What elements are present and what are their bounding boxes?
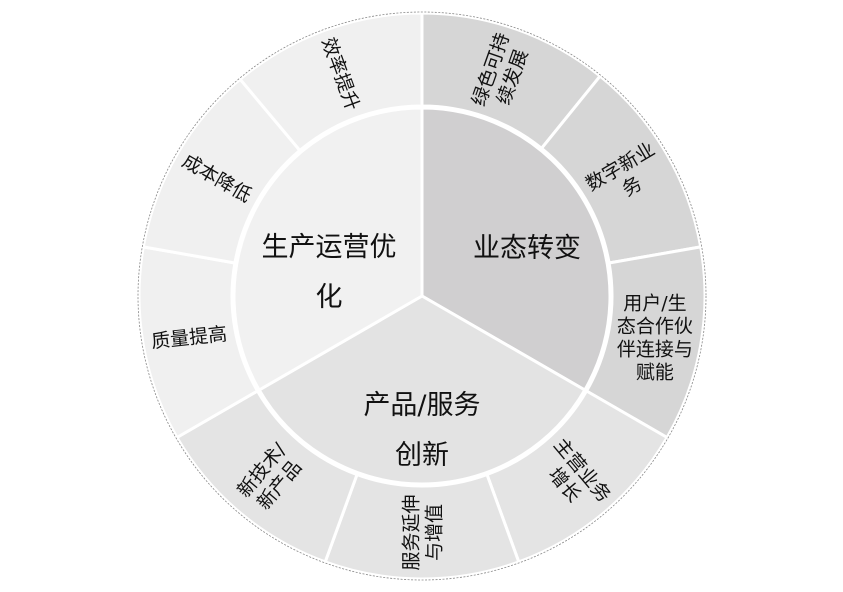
- inner-segment: 生产运营优化: [232, 106, 424, 393]
- inner-segment: 产品/服务创新: [257, 294, 587, 486]
- inner-segment-shape: [232, 106, 424, 393]
- outer-segment: 效率提升: [237, 11, 424, 153]
- outer-segment: 数字新业务: [539, 73, 703, 265]
- inner-segment-shape: [257, 294, 587, 486]
- inner-segment-label: 生产运营优化: [262, 232, 397, 313]
- outer-segment: 主营业务增长: [485, 388, 670, 564]
- outer-ring: 绿色可持续发展数字新业务用户/生态合作伙伴连接与赋能主营业务增长服务延伸与增值新…: [137, 11, 707, 581]
- outer-outline: [137, 11, 707, 581]
- outer-segment-label: 用户/生态合作伙伴连接与赋能: [617, 293, 693, 384]
- inner-segment-label: 产品/服务创新: [363, 390, 480, 471]
- outer-segment: 服务延伸与增值: [323, 472, 521, 581]
- outer-segment: 用户/生态合作伙伴连接与赋能: [584, 245, 707, 440]
- outer-segment: 绿色可持续发展: [420, 11, 603, 151]
- outer-segment-shape: [237, 11, 424, 153]
- inner-segment-label: 业态转变: [473, 233, 581, 264]
- inner-segment-shape: [420, 106, 612, 393]
- outer-segment: 成本降低: [141, 77, 302, 265]
- outer-segment: 质量提高: [137, 245, 260, 440]
- outer-segment-label: 服务延伸与增值: [401, 494, 446, 570]
- inner-segment: 业态转变: [420, 106, 612, 393]
